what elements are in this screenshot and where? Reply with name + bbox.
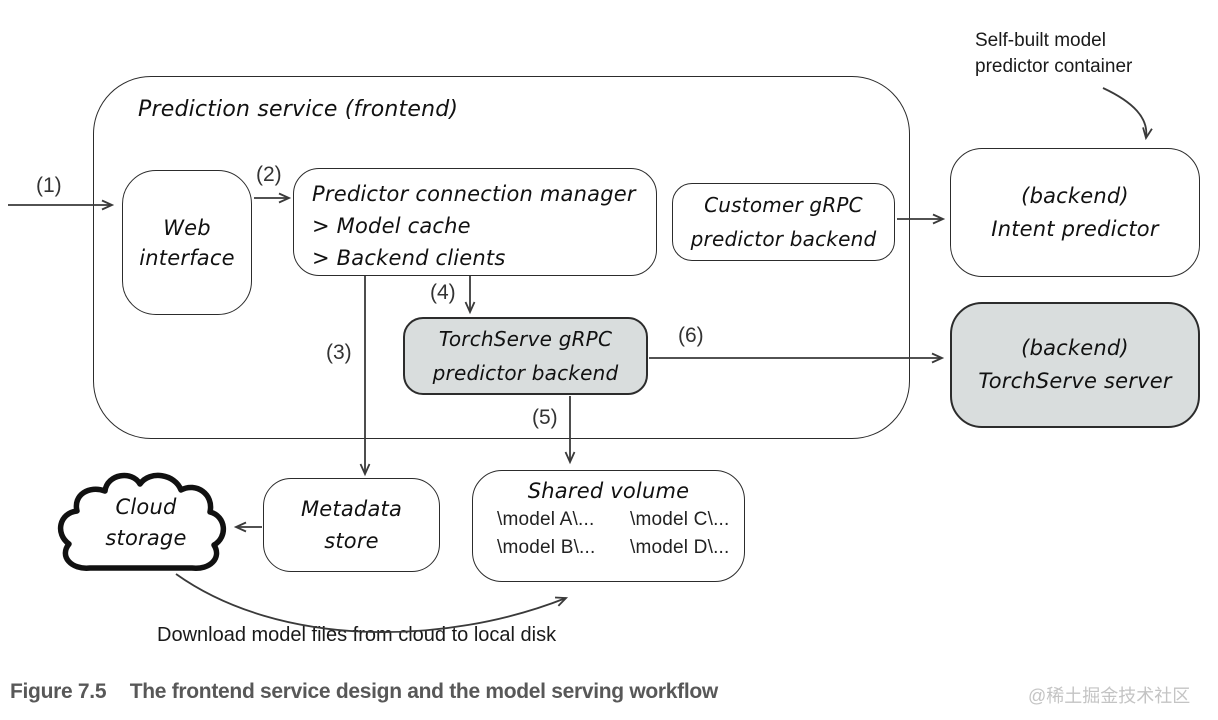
customer-grpc-label-line1: Customer gRPC — [704, 193, 863, 217]
customer-grpc-label-line2: predictor backend — [690, 227, 877, 251]
frontend-container-box: Prediction service (frontend) — [93, 76, 910, 439]
step-label-4: (4) — [430, 281, 456, 304]
self-built-annotation-line2: predictor container — [975, 56, 1133, 77]
shared-volume-file-b: \model B\... — [497, 537, 596, 558]
self-built-annotation: Self-built model predictor container — [975, 28, 1185, 80]
predictor-connection-manager-box: Predictor connection manager > Model cac… — [293, 168, 657, 276]
cloud-shape — [57, 472, 226, 571]
figure-number: Figure 7.5 — [10, 680, 107, 703]
torchserve-grpc-label-line2: predictor backend — [432, 361, 619, 385]
torchserve-server-label-line1: (backend) — [1021, 336, 1129, 360]
pcm-item-backend-clients: > Backend clients — [312, 246, 506, 270]
shared-volume-file-d: \model D\... — [629, 537, 730, 558]
step-label-2: (2) — [256, 163, 282, 186]
step-label-6: (6) — [678, 324, 704, 347]
intent-predictor-label-line1: (backend) — [1021, 183, 1129, 208]
torchserve-grpc-label-line1: TorchServe gRPC — [438, 327, 613, 351]
torchserve-server-label-line2: TorchServe server — [978, 369, 1172, 393]
torchserve-server-box: (backend) TorchServe server — [950, 302, 1200, 428]
web-interface-box: Web interface — [122, 170, 252, 315]
metadata-store-label-line2: store — [324, 529, 379, 553]
shared-volume-file-c: \model C\... — [629, 509, 730, 530]
watermark-text: @稀土掘金技术社区 — [1028, 686, 1191, 706]
metadata-store-label-line1: Metadata — [300, 497, 403, 521]
step-label-3: (3) — [326, 341, 352, 364]
figure-title: The frontend service design and the mode… — [129, 680, 719, 703]
step-label-5: (5) — [532, 406, 558, 429]
cloud-storage-label-line2: storage — [105, 526, 187, 550]
intent-predictor-label-line2: Intent predictor — [991, 216, 1159, 241]
cloud-storage-label: Cloud storage — [78, 492, 214, 554]
intent-predictor-box: (backend) Intent predictor — [950, 148, 1200, 277]
arrow-self-built-annotation — [1102, 87, 1153, 141]
web-interface-label-line1: Web — [163, 215, 211, 240]
shared-volume-file-a: \model A\... — [497, 509, 595, 530]
web-interface-label-line2: interface — [139, 245, 235, 270]
metadata-store-box: Metadata store — [263, 478, 440, 572]
pcm-item-model-cache: > Model cache — [312, 214, 471, 238]
shared-volume-title: Shared volume — [527, 479, 690, 503]
figure-caption: Figure 7.5 The frontend service design a… — [10, 680, 718, 704]
download-note: Download model files from cloud to local… — [157, 624, 557, 646]
shared-volume-box: Shared volume \model A\... \model C\... … — [472, 470, 745, 582]
pcm-title: Predictor connection manager — [312, 182, 636, 206]
shared-volume-file-list: \model A\... \model C\... \model B\... \… — [473, 503, 744, 561]
cloud-storage-label-line1: Cloud — [115, 495, 177, 519]
frontend-title: Prediction service (frontend) — [138, 97, 459, 122]
cloud-outline — [57, 472, 226, 571]
customer-grpc-backend-box: Customer gRPC predictor backend — [672, 183, 895, 261]
torchserve-grpc-backend-box: TorchServe gRPC predictor backend — [403, 317, 648, 395]
self-built-annotation-line1: Self-built model — [975, 30, 1106, 51]
step-label-1: (1) — [36, 174, 62, 197]
